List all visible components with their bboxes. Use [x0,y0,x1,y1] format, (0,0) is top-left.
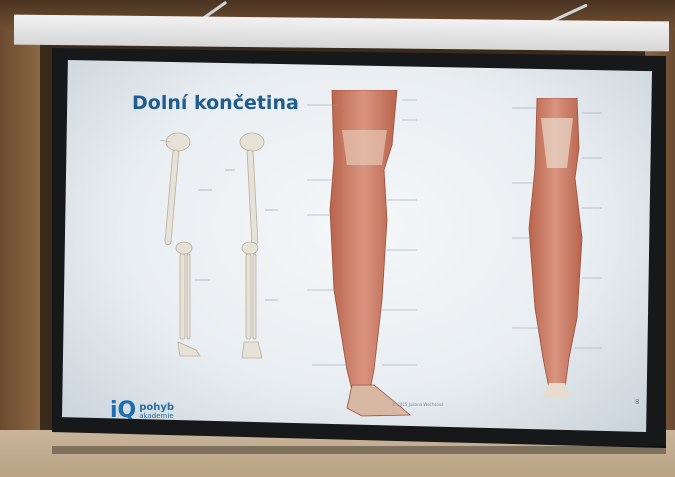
logo-word-pohyb: pohyb [139,403,174,413]
logo-word-akademie: akademie [139,413,174,420]
muscle-illustration-front [292,90,432,420]
presentation-slide: Dolní končetina [62,60,652,432]
muscle-illustration-back [507,98,607,398]
slide-page-number: 8 [635,398,639,406]
projector-screen-case [14,15,669,52]
logo-text: pohyb akademie [139,403,174,420]
slide-copyright: © 2015 Juliana Wechsová [392,402,444,407]
slide-title: Dolní končetina [132,92,299,114]
bone-illustration [140,130,290,370]
wall-left [0,30,40,477]
screen-shadow [52,446,666,454]
